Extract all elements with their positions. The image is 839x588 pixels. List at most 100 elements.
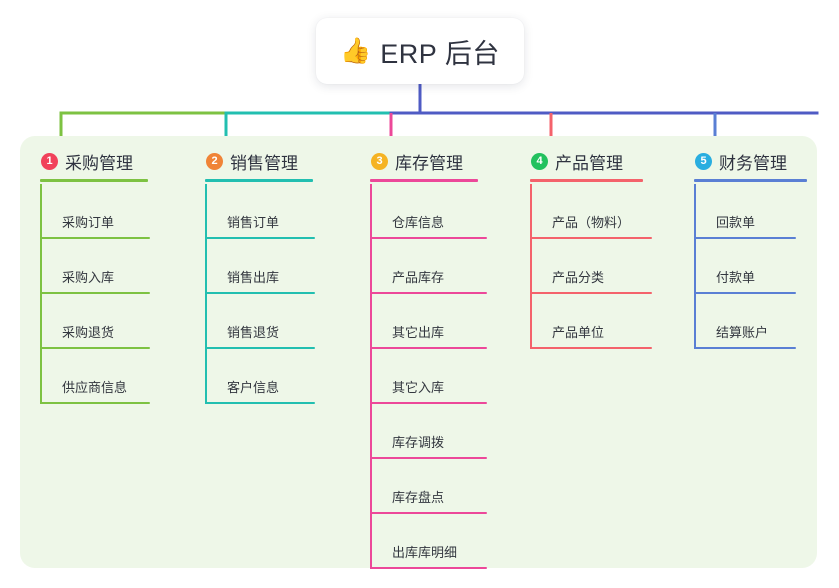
branch-spine [694,184,696,349]
branch-item-label: 供应商信息 [62,380,128,395]
branch-item-underline [40,292,150,294]
branch-underline [694,179,807,182]
branch-header-5[interactable]: 5 财务管理 [694,148,807,174]
branch-number-badge: 4 [531,152,548,170]
branch-item-label: 其它入库 [392,380,445,395]
branch-item-label: 其它出库 [392,325,445,340]
branch-title: 产品管理 [555,153,623,173]
branch-underline [40,179,148,182]
branch-title: 采购管理 [65,153,133,173]
branch-title: 库存管理 [395,153,463,173]
branch-item-underline [370,347,487,349]
branch-item[interactable]: 出库库明细 [370,514,487,569]
branch-item[interactable]: 回款单 [694,184,796,239]
branch-title: 销售管理 [230,153,298,173]
branch-item-label: 销售退货 [227,325,280,340]
branch-item[interactable]: 客户信息 [205,349,315,404]
branch-spine [530,184,532,349]
branch-item-underline [694,292,796,294]
branch-item-label: 销售出库 [227,270,280,285]
branch-item[interactable]: 销售订单 [205,184,315,239]
branch-header-2[interactable]: 2 销售管理 [205,148,313,174]
branch-item-underline [370,567,487,569]
branch-column-3: 3 库存管理仓库信息产品库存其它出库其它入库库存调拨库存盘点出库库明细 [370,148,487,569]
branch-item-underline [694,237,796,239]
branch-item[interactable]: 产品库存 [370,239,487,294]
branch-header-3[interactable]: 3 库存管理 [370,148,478,174]
branch-number-badge: 5 [695,152,712,170]
branch-underline [530,179,643,182]
branch-item-label: 仓库信息 [392,215,445,230]
branch-item[interactable]: 仓库信息 [370,184,487,239]
branch-number-badge: 3 [371,152,388,170]
branch-item-label: 结算账户 [716,325,769,340]
branch-underline [205,179,313,182]
branch-items-3: 仓库信息产品库存其它出库其它入库库存调拨库存盘点出库库明细 [370,184,487,569]
branch-column-4: 4 产品管理产品（物料） 产品分类产品单位 [530,148,652,349]
branch-item-underline [205,402,315,404]
branch-item[interactable]: 供应商信息 [40,349,150,404]
branch-items-4: 产品（物料） 产品分类产品单位 [530,184,652,349]
thumbs-up-icon: 👍 [340,36,372,65]
branch-item[interactable]: 其它入库 [370,349,487,404]
branch-item[interactable]: 付款单 [694,239,796,294]
branch-header-1[interactable]: 1 采购管理 [40,148,148,174]
branch-item[interactable]: 产品分类 [530,239,652,294]
branch-item[interactable]: 销售退货 [205,294,315,349]
branch-item-underline [530,292,652,294]
branch-item[interactable]: 库存调拨 [370,404,487,459]
branch-item-underline [205,347,315,349]
branch-item-underline [40,347,150,349]
branch-item[interactable]: 采购入库 [40,239,150,294]
branch-item-label: 产品单位 [552,325,605,340]
branch-item-underline [370,237,487,239]
branch-item-label: 库存调拨 [392,435,445,450]
branch-column-1: 1 采购管理采购订单采购入库采购退货供应商信息 [40,148,150,404]
branch-item[interactable]: 产品（物料） [530,184,652,239]
branch-item-label: 回款单 [716,215,756,230]
branch-item-underline [370,512,487,514]
branch-header-4[interactable]: 4 产品管理 [530,148,643,174]
branch-item-label: 产品库存 [392,270,445,285]
branch-item[interactable]: 采购订单 [40,184,150,239]
branch-items-1: 采购订单采购入库采购退货供应商信息 [40,184,150,404]
branch-item-label: 出库库明细 [392,545,458,560]
branch-item-underline [694,347,796,349]
branch-spine [370,184,372,569]
branch-item-underline [205,292,315,294]
branch-item-label: 产品（物料） [552,215,631,230]
branch-number-badge: 1 [41,152,58,170]
branch-item[interactable]: 采购退货 [40,294,150,349]
branch-item-underline [40,402,150,404]
branch-underline [370,179,478,182]
branch-item[interactable]: 结算账户 [694,294,796,349]
branch-item-underline [205,237,315,239]
branch-items-2: 销售订单销售出库销售退货客户信息 [205,184,315,404]
branch-column-2: 2 销售管理销售订单销售出库销售退货客户信息 [205,148,315,404]
branch-title: 财务管理 [719,153,787,173]
branch-number-badge: 2 [206,152,223,170]
branch-spine [40,184,42,404]
branch-item[interactable]: 销售出库 [205,239,315,294]
branch-item-underline [370,292,487,294]
branch-items-5: 回款单付款单结算账户 [694,184,796,349]
branch-item-label: 付款单 [716,270,756,285]
branch-item-underline [370,402,487,404]
branch-item[interactable]: 其它出库 [370,294,487,349]
branch-item-label: 产品分类 [552,270,605,285]
branch-item-label: 采购入库 [62,270,115,285]
root-node[interactable]: 👍 ERP 后台 [316,18,524,84]
branch-item-label: 采购退货 [62,325,115,340]
branch-item-underline [370,457,487,459]
branch-item[interactable]: 产品单位 [530,294,652,349]
branches-panel: 1 采购管理采购订单采购入库采购退货供应商信息 2 销售管理销售订单销售出库销售退货客… [20,136,817,569]
branch-spine [205,184,207,404]
branch-item-label: 销售订单 [227,215,280,230]
branch-item[interactable]: 库存盘点 [370,459,487,514]
branch-item-underline [40,237,150,239]
branch-item-label: 采购订单 [62,215,115,230]
branch-item-underline [530,347,652,349]
branch-column-5: 5 财务管理回款单付款单结算账户 [694,148,807,349]
branch-item-label: 客户信息 [227,380,280,395]
root-title: ERP 后台 [380,38,500,69]
